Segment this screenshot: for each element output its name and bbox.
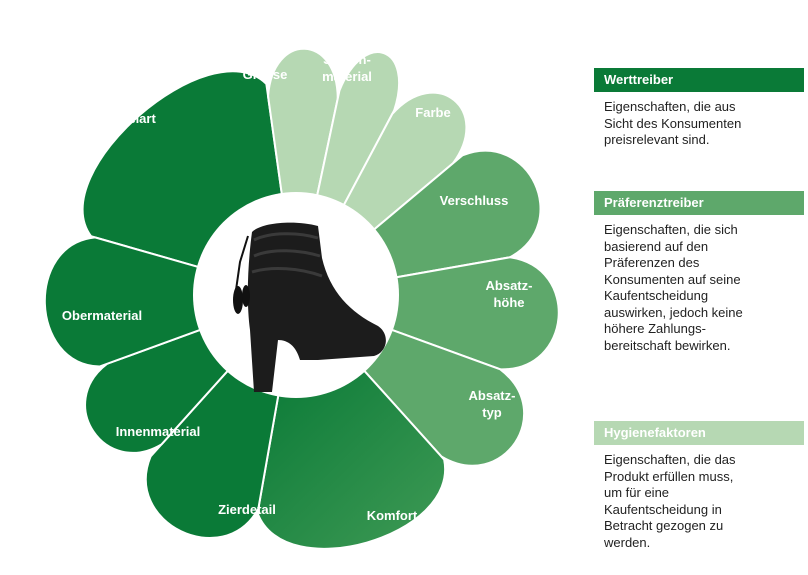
petal-label-verschluss: Verschluss [440, 193, 509, 208]
petal-label-zierdetail: Zierdetail [218, 502, 276, 517]
legend-praeferenztreiber: Präferenztreiber Eigenschaften, die sich… [594, 191, 804, 354]
legend-hygienefaktoren: Hygienefaktoren Eigenschaften, die das P… [594, 421, 804, 551]
petal-label-obermaterial: Obermaterial [62, 308, 142, 323]
attribute-wheel: Stiefelart Grösse Sohlen-materialFarbeVers… [43, 47, 560, 550]
petal-label-absatztyp: Absatz-typ [469, 388, 516, 420]
petal-label-innenmaterial: Innenmaterial [116, 424, 201, 439]
petal-label-absatzhoehe: Absatz-höhe [486, 278, 533, 310]
legend-werttreiber-header: Werttreiber [594, 68, 804, 92]
legend-praeferenztreiber-text: Eigenschaften, die sich basierend auf de… [604, 222, 743, 353]
legend-werttreiber-text: Eigenschaften, die aus Sicht des Konsume… [604, 99, 742, 147]
petal-label-komfort: Komfort [367, 508, 418, 523]
petal-label-stiefelart: Stiefelart [100, 111, 156, 126]
legend-werttreiber: Werttreiber Eigenschaften, die aus Sicht… [594, 68, 804, 149]
legend-hygienefaktoren-text: Eigenschaften, die das Produkt erfüllen … [604, 452, 736, 550]
petal-label-groesse: Grösse [243, 67, 288, 82]
ankle-boot-image [233, 222, 386, 392]
legend-praeferenztreiber-header: Präferenztreiber [594, 191, 804, 215]
petal-label-farbe: Farbe [415, 105, 450, 120]
petal-label-sohlenmaterial: Sohlen-material [322, 52, 372, 84]
legend-hygienefaktoren-header: Hygienefaktoren [594, 421, 804, 445]
